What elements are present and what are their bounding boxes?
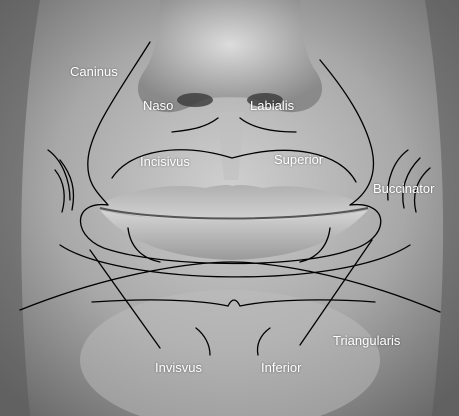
label-labialis: Labialis: [250, 98, 294, 113]
label-incisivus: Incisivus: [140, 154, 190, 169]
left-nostril: [177, 93, 213, 107]
label-superior: Superior: [274, 152, 323, 167]
label-caninus: Caninus: [70, 64, 118, 79]
label-inferior: Inferior: [261, 360, 301, 375]
label-invisvus: Invisvus: [155, 360, 202, 375]
label-triangularis: Triangularis: [333, 333, 400, 348]
label-naso: Naso: [143, 98, 173, 113]
nose: [138, 0, 322, 112]
label-buccinator: Buccinator: [373, 181, 434, 196]
